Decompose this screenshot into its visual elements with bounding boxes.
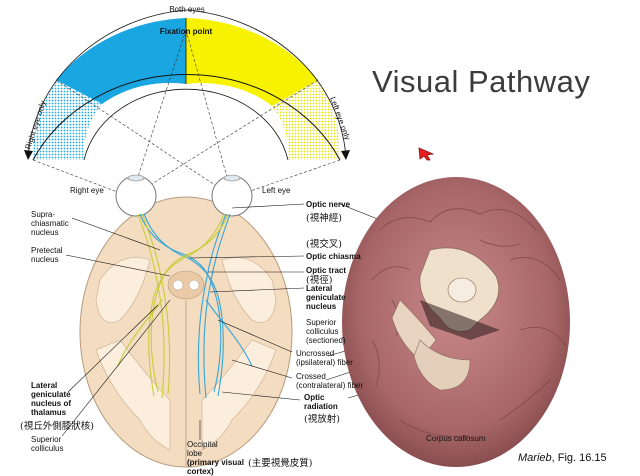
lateral-geniculate-label: Lateral geniculate nucleus — [306, 284, 346, 311]
corpus-callosum-label: Corpus callosum — [426, 434, 486, 443]
right-eye-label: Right eye — [70, 186, 104, 195]
left-eye-only-zone — [272, 80, 341, 160]
both-eyes-label: Both eyes — [169, 5, 205, 14]
optic-nerve-chinese: (視神經) — [306, 213, 342, 224]
optic-radiation-chinese: (視放射) — [304, 414, 340, 425]
citation: Marieb, Fig. 16.15 — [518, 452, 607, 464]
eyes — [115, 174, 253, 217]
fixation-point-label: Fixation point — [160, 27, 213, 36]
primary-visual-cortex-chinese: (主要視覺皮質) — [248, 458, 313, 469]
right-eye-only-zone — [32, 80, 102, 160]
uncrossed-fiber-label: Uncrossed (ipsilateral) fiber — [296, 349, 353, 367]
optic-nerve-label: Optic nerve — [306, 200, 351, 209]
optic-chiasma-chinese: (視交叉) — [306, 239, 342, 250]
citation-figure: , Fig. 16.15 — [551, 452, 607, 464]
lgn-thalamus-chinese: (視丘外側膝狀核) — [20, 421, 94, 432]
pointer-arrow-icon — [418, 147, 434, 161]
superior-colliculus-sectioned-label: Superior colliculus (sectioned) — [306, 318, 346, 345]
right-field-binocular — [56, 18, 186, 104]
optic-fibers — [117, 213, 253, 399]
suprachiasmatic-label: Supra- chiasmatic nucleus — [31, 210, 69, 237]
slide-title: Visual Pathway — [372, 64, 591, 99]
crossed-fiber-label: Crossed (contralateral) fiber — [296, 372, 364, 390]
brain-photo — [342, 177, 570, 467]
occipital-lobe-label: Occipital lobe — [187, 440, 218, 458]
pretectal-label: Pretectal nucleus — [31, 246, 63, 264]
optic-radiation-label: Optic radiation — [304, 393, 338, 411]
optic-tract-chinese: (視徑) — [306, 275, 333, 286]
left-field-binocular — [186, 18, 318, 106]
brain-cross-section — [79, 196, 293, 468]
right-eye-globe — [115, 175, 157, 217]
citation-author: Marieb — [518, 452, 552, 464]
lgn-thalamus-label: Lateral geniculate nucleus of thalamus — [31, 381, 72, 417]
optic-chiasma-label: Optic chiasma — [306, 252, 361, 261]
visual-field — [24, 9, 350, 197]
primary-visual-cortex-label: (primary visual cortex) — [187, 458, 244, 476]
superior-colliculus-label: Superior colliculus — [31, 435, 64, 453]
optic-tract-label: Optic tract — [306, 266, 347, 275]
left-eye-label: Left eye — [262, 186, 291, 195]
left-eye-globe — [211, 175, 253, 217]
